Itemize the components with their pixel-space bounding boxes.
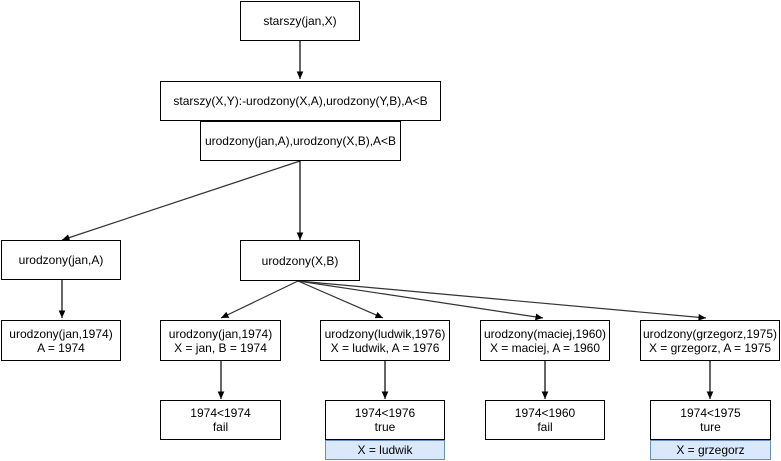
subgoals-label: urodzony(jan,A),urodzony(X,B),A<B	[204, 134, 397, 148]
branch-2-outcome: true	[374, 420, 396, 434]
branch-1-fact: urodzony(jan,1974)	[168, 326, 273, 341]
left-fact-line2: A = 1974	[37, 340, 85, 355]
branch-3-fact: urodzony(maciej,1960)	[483, 326, 607, 341]
subgoals-node: urodzony(jan,A),urodzony(X,B),A<B	[200, 121, 401, 161]
branch-4-fact-node: urodzony(grzegorz,1975) X = grzegorz, A …	[640, 320, 780, 361]
branch-1-fact-node: urodzony(jan,1974) X = jan, B = 1974	[160, 320, 281, 361]
branch-1-test: 1974<1974	[190, 406, 251, 420]
edge-right-goal-branch-2	[297, 280, 384, 319]
query-label: starszy(jan,X)	[263, 14, 337, 28]
branch-2-test-node: 1974<1976 true	[325, 400, 445, 440]
branch-3-binding: X = maciej, A = 1960	[489, 340, 601, 355]
branch-4-answer: X = grzegorz	[676, 443, 745, 457]
branch-1-outcome: fail	[212, 420, 229, 434]
branch-4-answer-node: X = grzegorz	[650, 440, 771, 460]
branch-4-binding: X = grzegorz, A = 1975	[648, 340, 772, 355]
query-node: starszy(jan,X)	[240, 1, 360, 41]
left-goal-label: urodzony(jan,A)	[18, 253, 104, 267]
branch-4-fact: urodzony(grzegorz,1975)	[642, 326, 778, 341]
left-goal-node: urodzony(jan,A)	[1, 240, 121, 280]
edge-right-goal-branch-3	[297, 280, 544, 321]
branch-3-outcome: fail	[537, 420, 553, 434]
left-fact-node: urodzony(jan,1974) A = 1974	[1, 320, 121, 361]
left-fact-line1: urodzony(jan,1974)	[9, 326, 113, 341]
right-goal-node: urodzony(X,B)	[240, 240, 360, 281]
edge-subgoals-left	[61, 160, 301, 241]
branch-2-test: 1974<1976	[354, 406, 416, 420]
branch-1-test-node: 1974<1974 fail	[160, 400, 281, 440]
right-goal-label: urodzony(X,B)	[261, 253, 339, 268]
branch-2-fact: urodzony(ludwik,1976)	[324, 326, 446, 341]
branch-3-test: 1974<1960	[514, 406, 576, 420]
branch-4-outcome: ture	[700, 420, 721, 434]
branch-4-test-node: 1974<1975 ture	[650, 400, 771, 440]
branch-3-fact-node: urodzony(maciej,1960) X = maciej, A = 19…	[480, 320, 610, 361]
branch-2-fact-node: urodzony(ludwik,1976) X = ludwik, A = 19…	[320, 320, 450, 361]
rule-label: starszy(X,Y):-urodzony(X,A),urodzony(Y,B…	[173, 94, 428, 108]
branch-2-answer: X = ludwik	[357, 443, 413, 457]
branch-1-binding: X = jan, B = 1974	[174, 340, 267, 355]
branch-3-test-node: 1974<1960 fail	[485, 400, 605, 440]
edge-right-goal-branch-1	[220, 280, 299, 319]
edge-right-goal-branch-4	[297, 280, 707, 321]
branch-2-binding: X = ludwik, A = 1976	[330, 340, 440, 355]
branch-4-test: 1974<1975	[680, 406, 741, 420]
rule-node: starszy(X,Y):-urodzony(X,A),urodzony(Y,B…	[160, 81, 441, 121]
branch-2-answer-node: X = ludwik	[325, 440, 445, 460]
